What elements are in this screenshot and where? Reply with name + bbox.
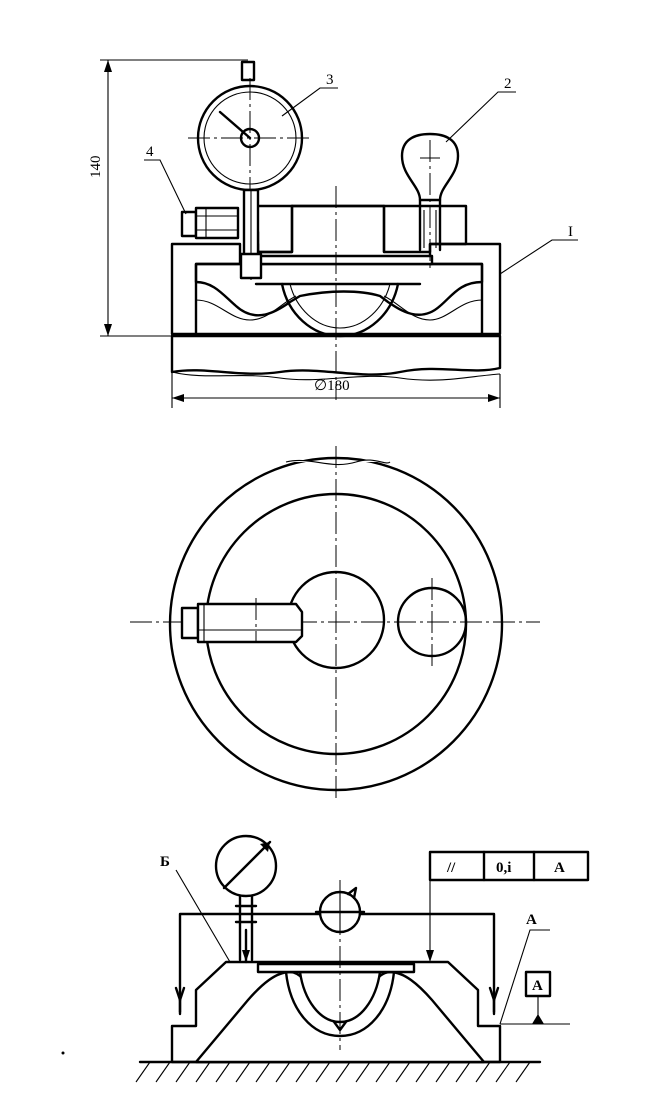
dimension-140: 140 bbox=[88, 156, 104, 179]
datum-box: A bbox=[532, 978, 543, 994]
callout-3: 3 bbox=[326, 72, 334, 88]
datum-label: A bbox=[526, 912, 537, 928]
dimension-diameter: ∅180 bbox=[171, 372, 501, 408]
section-view: 3 2 4 I 140 ∅180 bbox=[88, 59, 578, 408]
dial-needle bbox=[218, 110, 252, 140]
callout-I: I bbox=[568, 224, 573, 240]
datum-reference: A A bbox=[499, 912, 570, 1025]
stray-mark bbox=[61, 1051, 65, 1055]
measurement-scheme: Б // 0,i A A A bbox=[135, 834, 590, 1083]
plan-view bbox=[130, 446, 540, 800]
tolerance-value: 0,i bbox=[496, 860, 511, 876]
callouts: 3 2 4 I bbox=[144, 72, 578, 275]
ground-hatch bbox=[135, 1061, 531, 1083]
dimension-height: 140 bbox=[88, 59, 248, 337]
callout-2: 2 bbox=[504, 76, 512, 92]
dimension-180: ∅180 bbox=[314, 378, 350, 394]
plan-clamp bbox=[180, 598, 304, 644]
surface-label: Б bbox=[160, 854, 170, 870]
clamp-screw bbox=[180, 206, 240, 240]
callout-4: 4 bbox=[146, 144, 154, 160]
base-plate bbox=[170, 334, 502, 381]
cradle-body bbox=[170, 960, 502, 1064]
dial-indicator bbox=[188, 60, 312, 280]
tolerance-datum: A bbox=[554, 860, 565, 876]
fixture-body bbox=[170, 204, 502, 338]
tolerance-symbol: // bbox=[446, 860, 456, 876]
handle-knob bbox=[400, 132, 460, 270]
scheme-dial-indicator bbox=[214, 834, 278, 964]
tolerance-frame: // 0,i A bbox=[426, 850, 590, 962]
